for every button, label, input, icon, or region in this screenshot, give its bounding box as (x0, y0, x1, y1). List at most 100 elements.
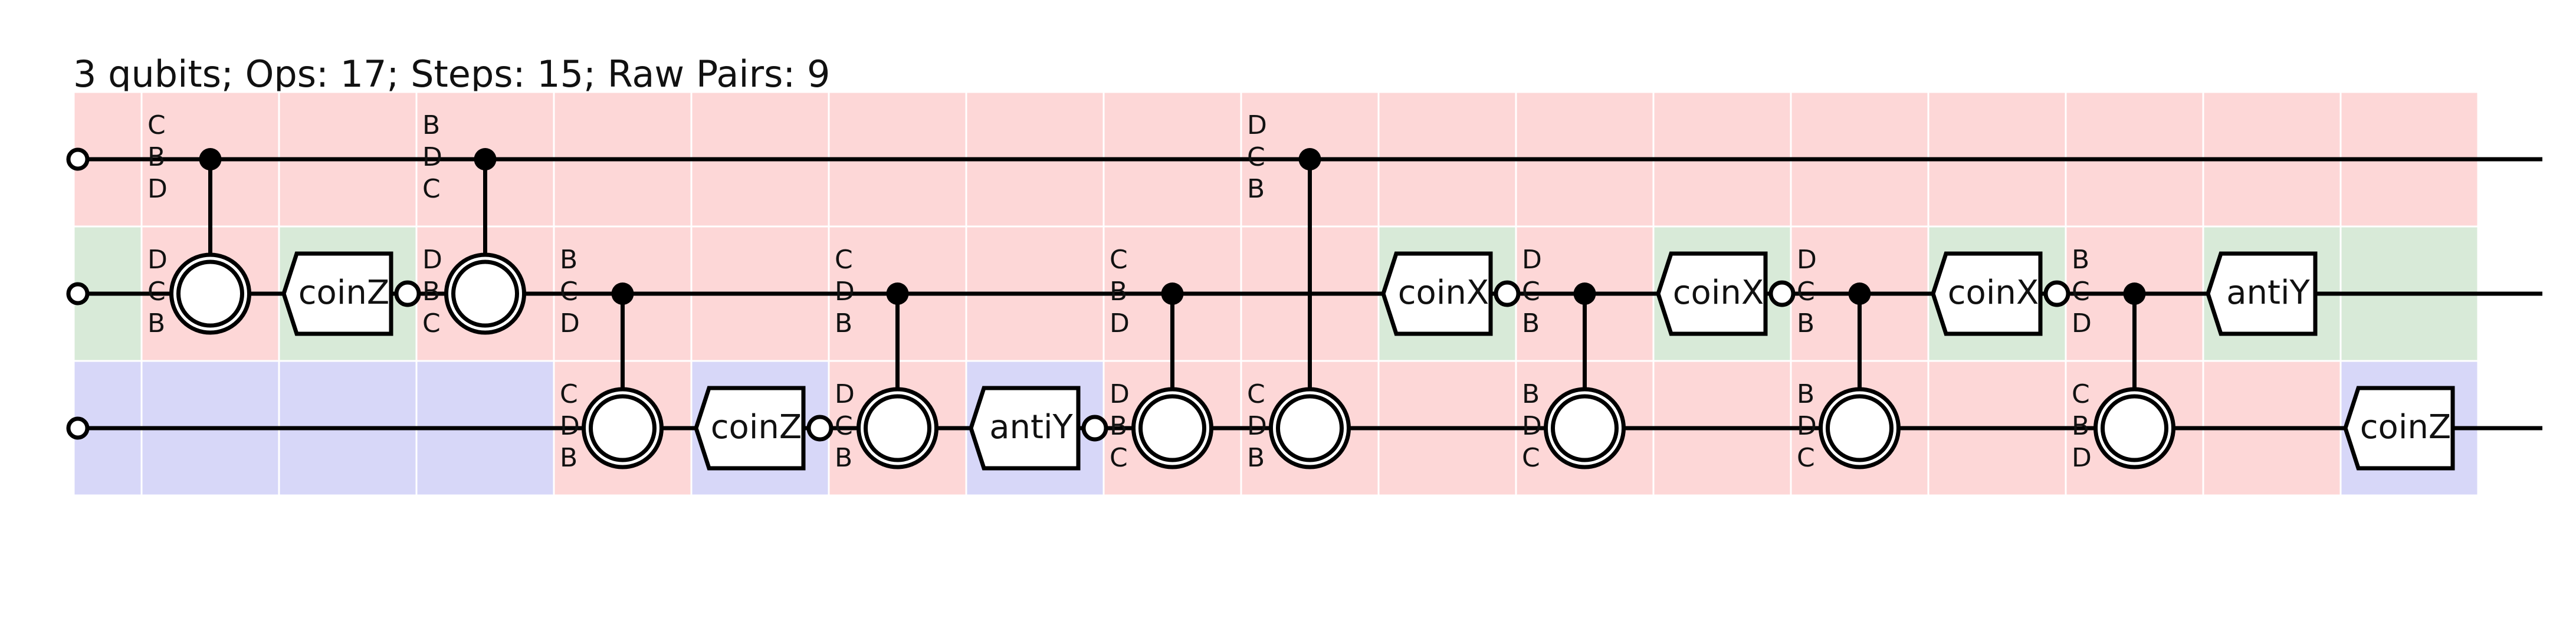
target-inner-ring (589, 394, 657, 462)
target-register-label: C (1522, 443, 1540, 473)
target-inner-ring (176, 259, 244, 328)
target-register-label: D (1797, 411, 1817, 441)
control-register-label: C (147, 110, 166, 140)
single-qubit-gate-box (2206, 251, 2318, 336)
control-register-label: B (147, 142, 165, 172)
control-register-label: D (422, 142, 442, 172)
target-register-label: C (422, 308, 441, 339)
single-qubit-gate-box (694, 386, 806, 471)
gates: CBDDCBcoinZBDCDBCBCDCDBcoinZCDBDCBantiYC… (147, 110, 2455, 473)
single-qubit-gate-box (1381, 251, 1493, 336)
control-register-label: B (835, 308, 852, 339)
control-register-label: D (1110, 308, 1130, 339)
target-register-label: B (560, 443, 577, 473)
target-register-label: C (2072, 379, 2090, 409)
wire-start-terminal (66, 416, 90, 440)
target-register-label: D (1110, 379, 1130, 409)
target-register-label: D (2072, 443, 2092, 473)
target-inner-ring (1826, 394, 1894, 462)
target-register-label: B (2072, 411, 2089, 441)
control-dot (1573, 282, 1596, 305)
control-register-label: C (1110, 245, 1128, 275)
target-register-label: D (1247, 411, 1267, 441)
control-register-label: B (1797, 308, 1814, 339)
target-inner-ring (1276, 394, 1344, 462)
open-control-marker (1494, 280, 1521, 307)
control-register-label: C (835, 245, 853, 275)
target-register-label: B (1797, 379, 1814, 409)
single-qubit-gate-box (2343, 386, 2455, 471)
gate-label: antiY (989, 408, 1073, 446)
open-control-marker (1768, 280, 1796, 307)
control-register-label: D (2072, 308, 2092, 339)
target-register-label: B (147, 308, 165, 339)
control-register-label: D (147, 174, 168, 204)
open-control-marker (394, 280, 421, 307)
target-inner-ring (451, 259, 519, 328)
control-register-label: B (1522, 308, 1540, 339)
control-register-label: D (1797, 245, 1817, 275)
control-dot (1848, 282, 1871, 305)
control-register-label: B (2072, 245, 2089, 275)
control-register-label: D (1247, 110, 1267, 140)
open-control-marker (1081, 415, 1108, 442)
target-register-label: C (560, 379, 578, 409)
control-register-label: D (1522, 245, 1542, 275)
target-register-label: C (1110, 443, 1128, 473)
target-inner-ring (1551, 394, 1619, 462)
gate-label: antiY (2226, 274, 2310, 312)
single-qubit-gate-box (1656, 251, 1768, 336)
control-register-label: D (835, 277, 855, 307)
open-control-marker (806, 415, 833, 442)
gate-label: coinZ (2360, 408, 2451, 446)
control-dot (1298, 148, 1321, 170)
control-dot (474, 148, 497, 170)
target-register-label: B (1247, 443, 1265, 473)
target-register-label: D (560, 411, 580, 441)
target-inner-ring (1138, 394, 1206, 462)
single-qubit-gate-box (281, 251, 393, 336)
target-inner-ring (2101, 394, 2168, 462)
target-register-label: B (1110, 411, 1127, 441)
circuit-summary-title: 3 qubits; Ops: 17; Steps: 15; Raw Pairs:… (73, 52, 831, 96)
control-register-label: C (1797, 277, 1815, 307)
target-register-label: C (147, 277, 166, 307)
control-register-label: D (560, 308, 580, 339)
control-register-label: B (560, 245, 577, 275)
control-register-label: C (2072, 277, 2090, 307)
target-register-label: D (147, 245, 168, 275)
target-register-label: B (1522, 379, 1540, 409)
gate-label: coinZ (298, 274, 389, 312)
control-dot (1161, 282, 1184, 305)
target-register-label: C (1797, 443, 1815, 473)
control-dot (886, 282, 909, 305)
target-register-label: D (1522, 411, 1542, 441)
control-register-label: C (422, 174, 441, 204)
control-register-label: B (1110, 277, 1127, 307)
single-qubit-gate-box (1931, 251, 2043, 336)
control-register-label: B (422, 110, 440, 140)
gate-label: coinX (1948, 274, 2039, 312)
target-register-label: B (422, 277, 440, 307)
control-register-label: C (1522, 277, 1540, 307)
wire-start-terminal (66, 147, 90, 171)
control-register-label: B (1247, 174, 1265, 204)
target-register-label: C (835, 411, 853, 441)
control-register-label: C (560, 277, 578, 307)
target-inner-ring (864, 394, 931, 462)
single-qubit-gate-box (969, 386, 1081, 471)
control-register-label: C (1247, 142, 1265, 172)
control-dot (2123, 282, 2146, 305)
target-register-label: D (422, 245, 442, 275)
gate-label: coinZ (711, 408, 802, 446)
target-register-label: C (1247, 379, 1265, 409)
target-register-label: D (835, 379, 855, 409)
gate-label: coinX (1398, 274, 1489, 312)
wire-start-terminal (66, 282, 90, 305)
open-control-marker (2043, 280, 2070, 307)
target-register-label: B (835, 443, 852, 473)
control-dot (199, 148, 222, 170)
control-dot (611, 282, 634, 305)
gate-label: coinX (1673, 274, 1764, 312)
